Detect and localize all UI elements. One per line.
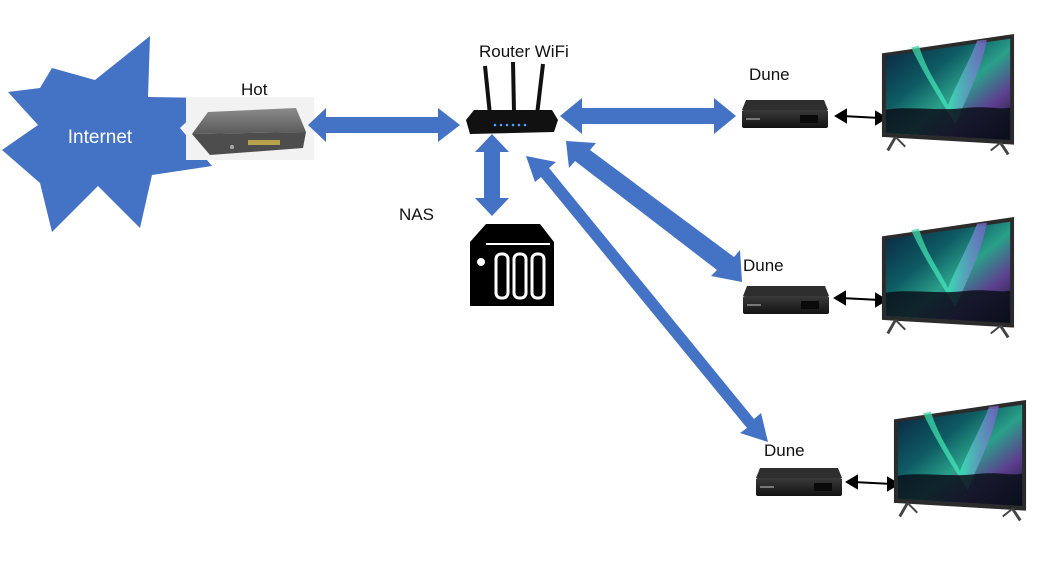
set-top-box-icon xyxy=(756,468,842,496)
link-dune1-tv1 xyxy=(834,108,888,126)
arrow-router-dune3 xyxy=(526,156,768,442)
arrow-router-dune2 xyxy=(566,141,742,282)
internet-label: Internet xyxy=(68,127,133,148)
set-top-box-icon xyxy=(742,100,828,128)
router: Router WiFi xyxy=(466,42,569,134)
nas-icon xyxy=(470,224,554,306)
set-top-box-icon xyxy=(743,286,829,314)
modem-icon xyxy=(192,108,306,155)
arrow-hot-router xyxy=(308,108,460,142)
wifi-router-icon xyxy=(466,61,558,134)
internet-starburst-icon xyxy=(2,36,212,232)
link-dune3-tv3 xyxy=(845,474,900,492)
arrow-router-nas xyxy=(475,134,509,216)
hot-label: Hot xyxy=(241,80,268,99)
nas-label: NAS xyxy=(399,205,434,224)
television-icon xyxy=(880,215,1016,339)
internet-node: Internet xyxy=(2,36,212,232)
television-icon xyxy=(880,32,1016,156)
dune-player-1: Dune xyxy=(742,65,828,128)
nas-node: NAS xyxy=(399,205,554,306)
dune-player-2: Dune xyxy=(743,256,829,314)
router-label: Router WiFi xyxy=(479,42,569,61)
television-icon xyxy=(892,398,1028,522)
dune-2-label: Dune xyxy=(743,256,784,275)
dune-1-label: Dune xyxy=(749,65,790,84)
arrows xyxy=(308,98,768,442)
dune-player-3: Dune xyxy=(756,441,842,496)
arrow-router-dune1 xyxy=(560,98,736,134)
dune-3-label: Dune xyxy=(764,441,805,460)
link-dune2-tv2 xyxy=(833,290,888,308)
hot-modem: Hot xyxy=(186,80,314,160)
